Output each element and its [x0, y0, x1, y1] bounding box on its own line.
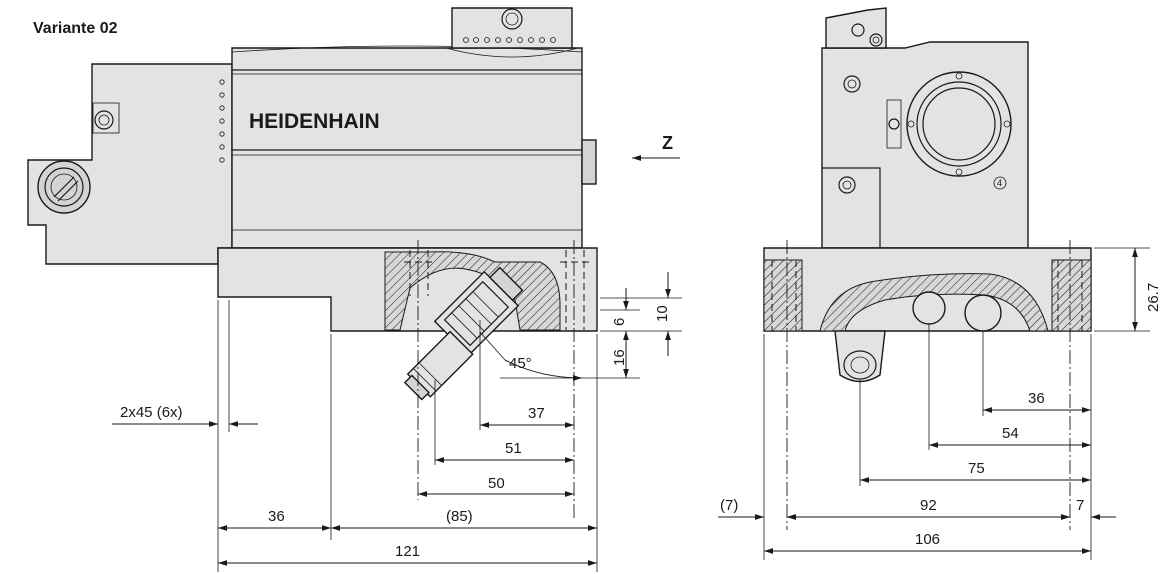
brand-logo: HEIDENHAIN	[249, 110, 380, 133]
dim-121: 121	[218, 543, 597, 566]
side-bottom-pipe	[834, 330, 886, 383]
dim-121-label: 121	[395, 543, 420, 560]
angled-connector	[433, 266, 524, 357]
dim-50: 50	[418, 475, 574, 497]
main-housing	[231, 47, 583, 249]
dim-50-label: 50	[488, 475, 505, 492]
dim-36-side-label: 36	[1028, 390, 1045, 407]
dim-angle-label: 45°	[509, 355, 532, 372]
housing-top-curve	[231, 45, 583, 53]
side-view: 4 26.7	[718, 7, 1162, 560]
dim-75: 75	[860, 460, 1091, 483]
dim-85-label: (85)	[446, 508, 473, 525]
vent-dots	[219, 79, 225, 163]
view-arrow-z: Z	[632, 133, 680, 161]
dim-51: 51	[435, 440, 574, 463]
side-round-housing	[906, 71, 1012, 177]
dim-75-label: 75	[968, 460, 985, 477]
dim-37: 37	[480, 405, 574, 428]
side-marker-label: 4	[997, 178, 1002, 188]
dim-7-ref: (7)	[718, 497, 812, 520]
dim-16-label: 16	[611, 349, 628, 366]
dim-26-7-label: 26.7	[1145, 283, 1162, 312]
arm-screw	[92, 102, 120, 134]
dim-16: 16	[611, 331, 629, 378]
dim-7: 7	[1045, 497, 1116, 520]
dim-7-label: 7	[1076, 497, 1084, 514]
dim-37-label: 37	[528, 405, 545, 422]
dim-51-label: 51	[505, 440, 522, 457]
dim-10: 10	[654, 272, 671, 356]
dim-26-7: 26.7	[1132, 248, 1162, 331]
dim-36-side: 36	[983, 390, 1091, 413]
dim-angle: 45°	[504, 355, 583, 381]
dim-92: 92	[787, 497, 1070, 520]
section-hatch	[384, 251, 561, 331]
dim-chamfer-label: 2x45 (6x)	[120, 404, 183, 421]
dim-106-label: 106	[915, 531, 940, 548]
dim-6: 6	[600, 288, 640, 326]
dim-85: (85)	[331, 508, 597, 531]
side-knob	[581, 139, 597, 185]
dim-chamfer: 2x45 (6x)	[112, 404, 258, 427]
side-section-hatch	[763, 259, 803, 332]
dim-36-front-label: 36	[268, 508, 285, 525]
front-view: HEIDENHAIN	[27, 7, 682, 572]
left-port	[37, 160, 91, 214]
dim-92-label: 92	[920, 497, 937, 514]
drawing-title: Variante 02	[33, 20, 118, 37]
top-connector	[445, 7, 579, 58]
angled-plug	[403, 330, 474, 401]
dim-106: 106	[764, 531, 1091, 554]
dim-10-label: 10	[654, 305, 671, 322]
dim-54: 54	[929, 425, 1091, 448]
view-label-z: Z	[662, 133, 673, 153]
dim-7-ref-label: (7)	[720, 497, 738, 514]
hidden-bolts	[404, 250, 590, 330]
dim-36-front: 36	[218, 508, 331, 531]
dim-54-label: 54	[1002, 425, 1019, 442]
side-top-bracket	[825, 7, 887, 49]
dim-6-label: 6	[611, 318, 628, 326]
